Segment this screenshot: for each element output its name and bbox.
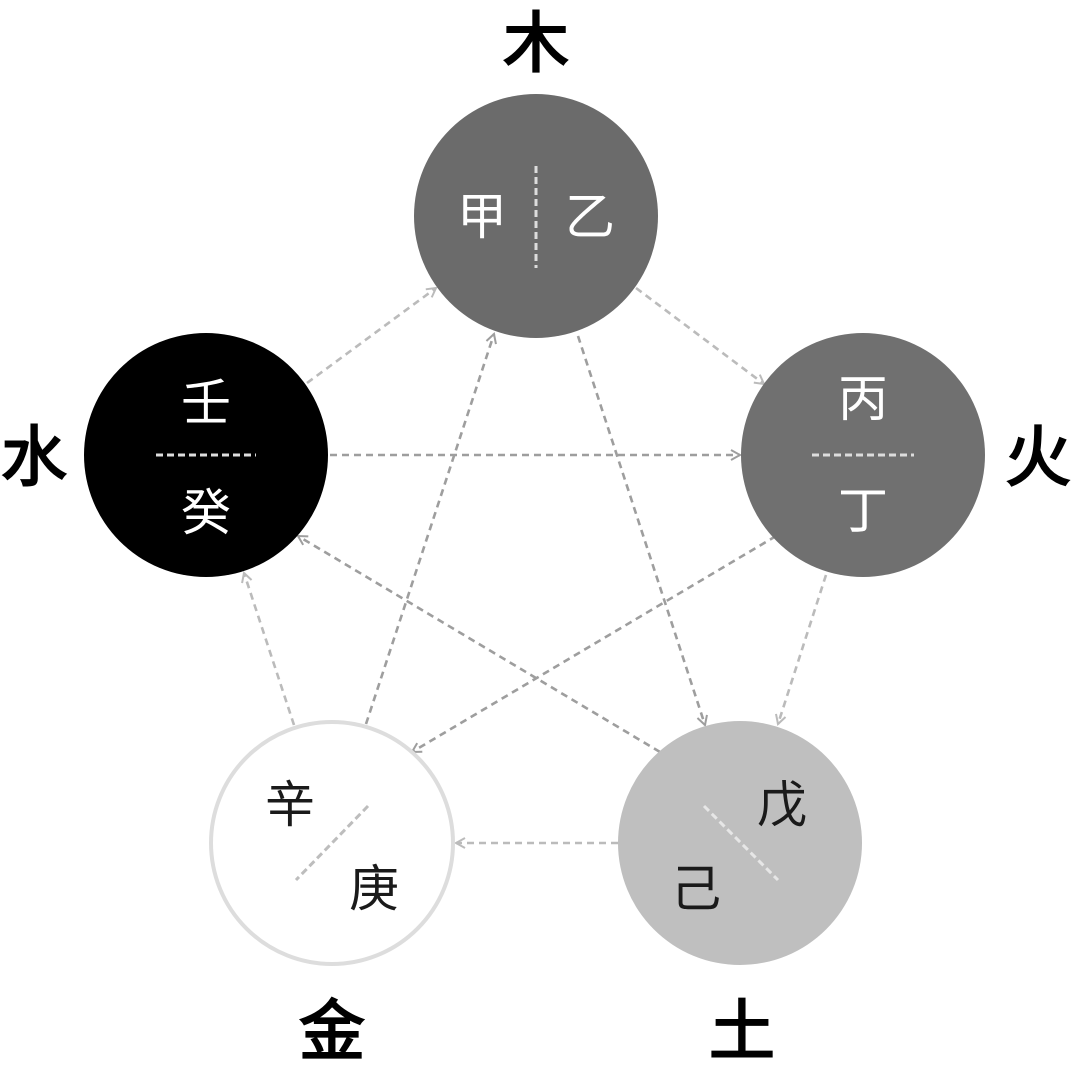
controlling-arrow-wood-earth <box>576 335 705 725</box>
water-label: 水 <box>1 419 68 496</box>
generating-arrow-fire-earth <box>778 574 828 724</box>
controlling-arrow-earth-water <box>298 534 661 754</box>
earth-divider <box>702 804 780 882</box>
earth-stem-ji: 己 <box>671 860 721 918</box>
wood-stem-jia: 甲 <box>457 188 507 246</box>
metal-divider <box>294 804 370 882</box>
metal-label: 金 <box>298 993 366 1070</box>
element-fire: 丙 丁 火 <box>741 333 1071 577</box>
element-earth: 戊 己 土 <box>618 721 862 1070</box>
controlling-arrow-metal-wood <box>364 334 494 725</box>
metal-circle <box>209 720 455 966</box>
earth-stem-wu: 戊 <box>757 776 807 834</box>
fire-stem-bing: 丙 <box>838 370 888 428</box>
element-metal: 辛 庚 金 <box>209 720 455 1070</box>
generating-arrow-water-wood <box>306 288 436 385</box>
metal-stem-xin: 辛 <box>265 776 315 834</box>
generating-arrow-wood-fire <box>635 286 764 384</box>
element-water: 壬 癸 水 <box>1 333 328 577</box>
wood-label: 木 <box>503 5 569 82</box>
arrows-layer <box>244 286 828 843</box>
fire-label: 火 <box>1005 419 1071 496</box>
metal-stem-geng: 庚 <box>349 860 399 918</box>
fire-stem-ding: 丁 <box>838 482 888 540</box>
water-stem-gui: 癸 <box>181 484 231 542</box>
earth-circle <box>618 721 862 965</box>
earth-label: 土 <box>709 993 775 1070</box>
wood-stem-yi: 乙 <box>565 188 615 246</box>
controlling-arrow-fire-metal <box>412 534 777 754</box>
generating-arrow-metal-water <box>244 573 296 726</box>
water-stem-ren: 壬 <box>181 374 231 432</box>
element-wood: 甲 乙 木 <box>414 5 658 338</box>
